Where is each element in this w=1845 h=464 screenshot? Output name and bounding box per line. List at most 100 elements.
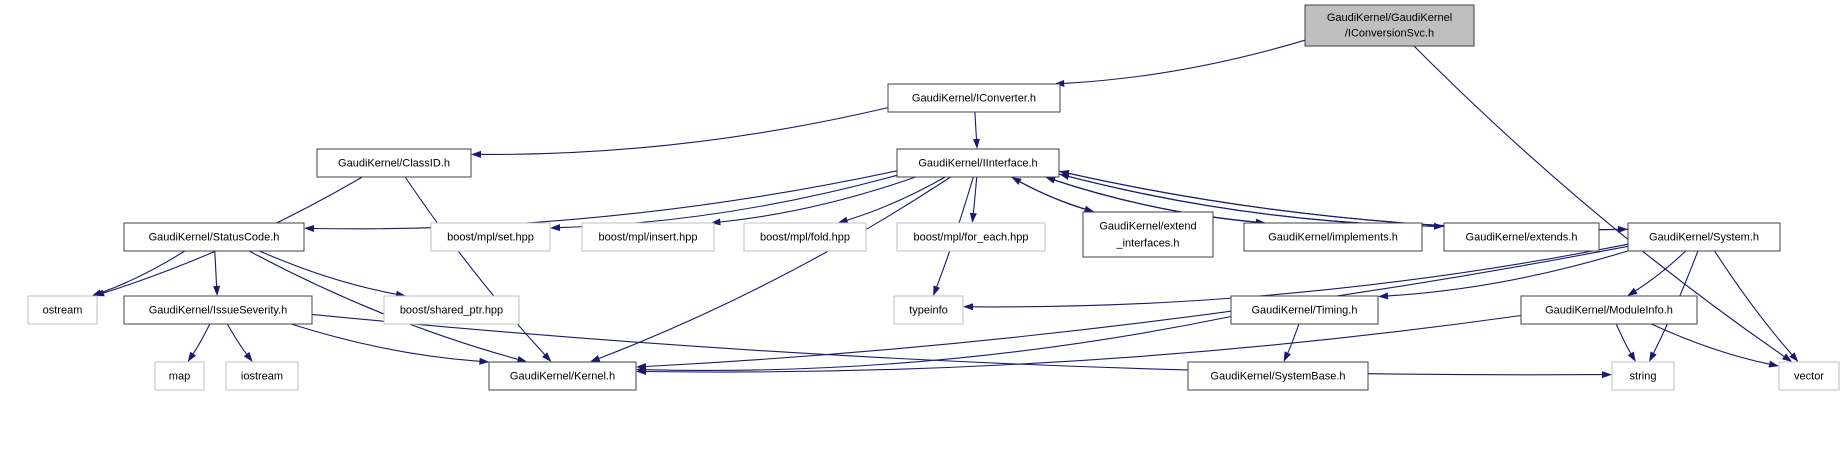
node-box-typeinfo[interactable]: [893, 295, 964, 325]
edge-iinterface-to-mplinsert: [720, 176, 916, 223]
node-statuscode[interactable]: GaudiKernel/StatusCode.h: [123, 222, 305, 252]
arrowhead-iconverter-to-iinterface: [973, 138, 980, 149]
node-box-vector[interactable]: [1778, 361, 1840, 391]
arrowhead-moduleinfo-to-string: [1627, 351, 1636, 362]
node-kernel[interactable]: GaudiKernel/Kernel.h: [488, 361, 637, 391]
node-box-timing[interactable]: [1230, 295, 1379, 325]
edge-statuscode-to-ostream: [100, 250, 186, 294]
edge-iconverter-to-iinterface: [974, 111, 978, 140]
arrowhead-iinterface-to-typeinfo: [933, 285, 940, 296]
node-mplforeach[interactable]: boost/mpl/for_each.hpp: [896, 222, 1046, 252]
edge-issueseverity-to-map: [192, 323, 211, 355]
node-box-mplset[interactable]: [430, 222, 551, 252]
edge-statuscode-to-kernel: [248, 250, 518, 360]
node-moduleinfo[interactable]: GaudiKernel/ModuleInfo.h: [1520, 295, 1698, 325]
arrowhead-system-to-iinterface: [1059, 170, 1070, 177]
arrowhead-root-to-iconverter: [1054, 80, 1065, 87]
edge-statuscode-to-issueseverity: [214, 250, 218, 287]
edge-iinterface-to-mplfold: [847, 176, 946, 221]
node-system[interactable]: GaudiKernel/System.h: [1627, 222, 1781, 252]
node-box-map[interactable]: [154, 361, 205, 391]
node-timing[interactable]: GaudiKernel/Timing.h: [1230, 295, 1379, 325]
node-iconverter[interactable]: GaudiKernel/IConverter.h: [887, 83, 1061, 113]
node-box-mplforeach[interactable]: [896, 222, 1046, 252]
node-box-sharedptr[interactable]: [383, 295, 520, 325]
node-vector[interactable]: vector: [1778, 361, 1840, 391]
arrowhead-system-to-typeinfo: [963, 303, 973, 311]
edge-system-to-kernel: [645, 245, 1629, 368]
arrowhead-iinterface-to-mplinsert: [710, 218, 721, 226]
edge-root-to-iconverter: [1064, 39, 1306, 84]
node-ostream[interactable]: ostream: [27, 295, 98, 325]
node-box-root[interactable]: [1304, 4, 1475, 47]
node-box-extendif[interactable]: [1082, 211, 1214, 258]
arrowhead-iconverter-to-classid: [471, 150, 481, 158]
arrowhead-system-to-string: [1649, 351, 1657, 362]
node-string[interactable]: string: [1611, 361, 1675, 391]
node-root[interactable]: GaudiKernel/GaudiKernel/IConversionSvc.h: [1304, 4, 1475, 47]
node-systembase[interactable]: GaudiKernel/SystemBase.h: [1187, 361, 1369, 391]
arrowhead-iinterface-to-statuscode: [304, 225, 315, 232]
edge-issueseverity-to-iostream: [226, 323, 248, 355]
arrowhead-issueseverity-to-string: [1602, 371, 1612, 379]
edge-iinterface-to-kernel: [598, 176, 952, 359]
node-box-issueseverity[interactable]: [123, 295, 313, 325]
node-box-classid[interactable]: [316, 148, 472, 178]
edge-iinterface-to-statuscode: [313, 170, 898, 230]
edge-iinterface-to-mplforeach: [972, 176, 978, 214]
node-box-mplfold[interactable]: [743, 222, 867, 252]
node-sharedptr[interactable]: boost/shared_ptr.hpp: [383, 295, 520, 325]
arrowhead-iinterface-to-kernel: [589, 355, 601, 362]
node-mplset[interactable]: boost/mpl/set.hpp: [430, 222, 551, 252]
edge-moduleinfo-to-vector: [1651, 323, 1770, 365]
edge-moduleinfo-to-kernel: [645, 314, 1522, 373]
node-typeinfo[interactable]: typeinfo: [893, 295, 964, 325]
arrowhead-issueseverity-to-iostream: [243, 351, 253, 362]
node-mplfold[interactable]: boost/mpl/fold.hpp: [743, 222, 867, 252]
edge-extendif-to-iinterface: [1019, 181, 1095, 213]
arrowhead-system-to-vector: [1789, 352, 1799, 362]
node-map[interactable]: map: [154, 361, 205, 391]
edge-implements-to-iinterface: [1054, 179, 1266, 224]
edge-iconverter-to-classid: [480, 107, 889, 155]
node-iostream[interactable]: iostream: [225, 361, 299, 391]
node-box-systembase[interactable]: [1187, 361, 1369, 391]
node-implements[interactable]: GaudiKernel/implements.h: [1243, 222, 1423, 252]
edge-system-to-timing: [1387, 250, 1629, 297]
node-box-system[interactable]: [1627, 222, 1781, 252]
node-extends[interactable]: GaudiKernel/extends.h: [1443, 222, 1600, 252]
arrowhead-iinterface-to-mplforeach: [969, 212, 977, 223]
edge-iinterface-to-extendif: [1011, 176, 1086, 210]
arrowhead-timing-to-systembase: [1283, 351, 1291, 362]
arrowhead-issueseverity-to-kernel: [479, 357, 490, 365]
node-box-kernel[interactable]: [488, 361, 637, 391]
node-box-ostream[interactable]: [27, 295, 98, 325]
node-iinterface[interactable]: GaudiKernel/IInterface.h: [896, 148, 1060, 178]
arrowhead-statuscode-to-ostream: [91, 289, 103, 296]
arrowhead-classid-to-kernel: [542, 352, 552, 362]
edge-system-to-moduleinfo: [1635, 250, 1687, 292]
node-box-extends[interactable]: [1443, 222, 1600, 252]
node-box-iinterface[interactable]: [896, 148, 1060, 178]
nodes-layer: GaudiKernel/GaudiKernel/IConversionSvc.h…: [27, 4, 1840, 391]
node-box-statuscode[interactable]: [123, 222, 305, 252]
node-box-implements[interactable]: [1243, 222, 1423, 252]
node-box-iconverter[interactable]: [887, 83, 1061, 113]
node-extendif[interactable]: GaudiKernel/extend_interfaces.h: [1082, 211, 1214, 258]
node-mplinsert[interactable]: boost/mpl/insert.hpp: [581, 222, 715, 252]
arrowhead-statuscode-to-issueseverity: [213, 285, 221, 296]
node-box-mplinsert[interactable]: [581, 222, 715, 252]
edge-system-to-typeinfo: [972, 243, 1629, 308]
arrowhead-root-to-vector: [1782, 353, 1793, 362]
arrowhead-iinterface-to-mplfold: [837, 216, 849, 224]
edge-issueseverity-to-kernel: [290, 323, 480, 362]
edge-timing-to-kernel: [645, 315, 1232, 372]
arrowhead-moduleinfo-to-kernel: [636, 368, 646, 375]
node-box-iostream[interactable]: [225, 361, 299, 391]
node-issueseverity[interactable]: GaudiKernel/IssueSeverity.h: [123, 295, 313, 325]
node-classid[interactable]: GaudiKernel/ClassID.h: [316, 148, 472, 178]
node-box-string[interactable]: [1611, 361, 1675, 391]
edge-moduleinfo-to-string: [1615, 323, 1632, 354]
node-box-moduleinfo[interactable]: [1520, 295, 1698, 325]
